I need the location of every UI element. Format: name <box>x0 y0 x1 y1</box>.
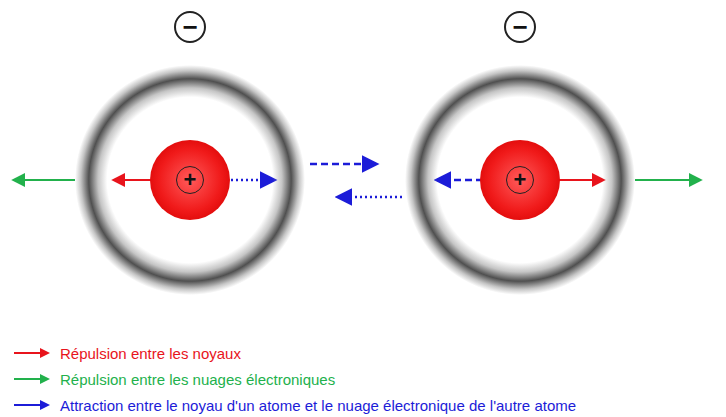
legend-arrow <box>12 398 52 412</box>
legend-arrow <box>12 372 52 386</box>
attraction-arrow <box>310 163 376 166</box>
legend-text: Attraction entre le noyau d'un atome et … <box>60 397 576 414</box>
electron-charge: − <box>174 11 206 43</box>
legend-row: Répulsion entre les noyaux <box>12 340 576 366</box>
electron-cloud: −+ <box>405 65 635 295</box>
legend-text: Répulsion entre les nuages électroniques <box>60 371 335 388</box>
cloud-repulsion-arrow <box>635 179 700 181</box>
atomic-nucleus: + <box>480 140 560 220</box>
legend-text: Répulsion entre les noyaux <box>60 345 241 362</box>
legend-arrow <box>12 346 52 360</box>
legend: Répulsion entre les noyauxRépulsion entr… <box>12 340 576 417</box>
atomic-nucleus: + <box>150 140 230 220</box>
cloud-repulsion-arrow <box>14 179 75 181</box>
legend-row: Répulsion entre les nuages électroniques <box>12 366 576 392</box>
legend-row: Attraction entre le noyau d'un atome et … <box>12 392 576 417</box>
nucleus-charge: + <box>176 166 204 194</box>
attraction-arrow <box>338 196 402 199</box>
electron-cloud: −+ <box>75 65 305 295</box>
electron-charge: − <box>504 11 536 43</box>
nucleus-charge: + <box>506 166 534 194</box>
